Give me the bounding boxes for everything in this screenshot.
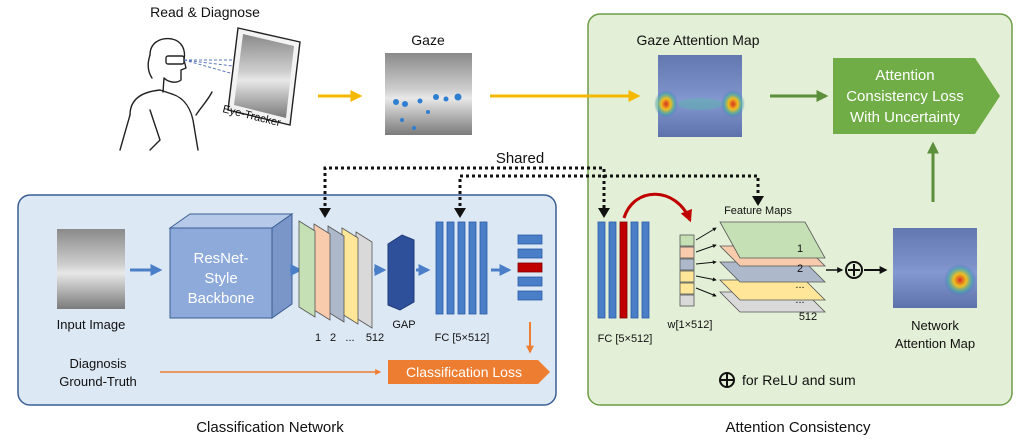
network-attention-map [893, 228, 977, 308]
svg-text:ResNet-: ResNet- [193, 250, 248, 267]
network-attention-map-label-2: Attention Map [895, 336, 975, 351]
svg-text:1: 1 [797, 243, 803, 255]
backbone-block: ResNet- Style Backbone [168, 213, 294, 319]
gap-label: GAP [392, 319, 415, 331]
classification-network-title: Classification Network [196, 419, 344, 436]
svg-text:Consistency Loss: Consistency Loss [846, 88, 964, 105]
gaze-image [385, 53, 472, 135]
map-indices: 1 2 ... ... 512 [795, 243, 817, 323]
weight-vector [679, 234, 695, 307]
diagnosis-label-2: Ground-Truth [59, 374, 137, 389]
feature-maps-label: Feature Maps [724, 205, 792, 217]
weight-to-map-arrows [695, 227, 717, 297]
weight-label: w[1×512] [667, 319, 713, 331]
svg-text:for ReLU and sum: for ReLU and sum [742, 372, 856, 388]
read-diagnose-label: Read & Diagnose [150, 4, 260, 20]
fc-bars-right [597, 221, 650, 319]
svg-text:With Uncertainty: With Uncertainty [850, 109, 961, 126]
output-cubes [517, 234, 543, 301]
attention-consistency-loss-box: Attention Consistency Loss With Uncertai… [833, 58, 1000, 134]
svg-text:Classification Loss: Classification Loss [406, 364, 522, 380]
svg-text:...: ... [795, 279, 804, 291]
svg-text:Attention: Attention [875, 67, 934, 84]
input-image [57, 229, 125, 309]
svg-text:1: 1 [315, 332, 321, 344]
feature-stack [298, 220, 373, 329]
svg-text:512: 512 [366, 332, 384, 344]
input-image-label: Input Image [57, 317, 126, 332]
gap-block [387, 234, 415, 311]
network-attention-map-label-1: Network [911, 318, 959, 333]
gaze-label: Gaze [411, 32, 445, 48]
doctor-figure [119, 37, 213, 151]
gaze-attention-map [654, 55, 745, 137]
fc-left-label: FC [5×512] [435, 332, 490, 344]
shared-dotted-connections [323, 166, 760, 212]
svg-text:Style: Style [204, 270, 237, 287]
relu-sum-legend: for ReLU and sum [719, 372, 856, 388]
gaze-attention-map-label: Gaze Attention Map [637, 32, 760, 48]
svg-text:2: 2 [797, 263, 803, 275]
svg-text:...: ... [795, 294, 804, 306]
relu-sum-icon [845, 261, 863, 279]
feature-maps-stack [719, 221, 826, 313]
shared-arrowheads [319, 196, 764, 218]
eye-tracker-monitor [227, 27, 301, 126]
attention-consistency-title: Attention Consistency [725, 419, 871, 436]
svg-text:Backbone: Backbone [188, 290, 255, 307]
svg-text:512: 512 [799, 311, 817, 323]
shared-label: Shared [496, 150, 544, 167]
feature-indices: 1 2 ... 512 [315, 332, 384, 344]
fc-right-label: FC [5×512] [598, 333, 653, 345]
svg-text:...: ... [345, 332, 354, 344]
classification-loss-box: Classification Loss [388, 360, 550, 384]
diagnosis-label-1: Diagnosis [69, 356, 127, 371]
svg-text:2: 2 [330, 332, 336, 344]
fc-bars-left [435, 221, 488, 315]
red-curved-arrow [622, 192, 692, 223]
